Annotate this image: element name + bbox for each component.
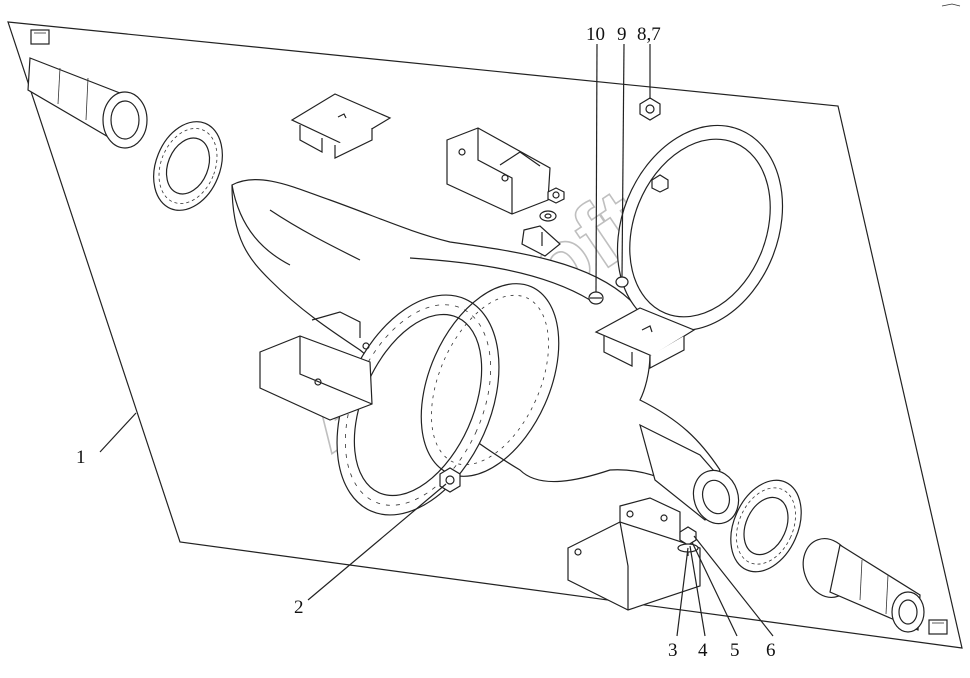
end-cap-left xyxy=(30,29,50,45)
callout-9: 9 xyxy=(617,24,627,45)
nut-8-7 xyxy=(639,97,661,121)
tooth-ring-right xyxy=(730,479,802,573)
bolt-bracket xyxy=(521,225,561,257)
leader-5 xyxy=(691,541,738,637)
leader-3 xyxy=(676,547,689,637)
callout-10: 10 xyxy=(586,24,605,45)
plug-10 xyxy=(588,291,604,305)
callout-3: 3 xyxy=(668,640,678,661)
leader-4 xyxy=(689,545,706,637)
housing-tube-right xyxy=(639,423,740,525)
spindle-left xyxy=(27,57,148,149)
washer-small xyxy=(539,210,557,222)
leader-lines xyxy=(99,43,774,637)
mounting-block-right xyxy=(567,497,701,611)
callout-4: 4 xyxy=(698,640,708,661)
mounting-pad-top xyxy=(290,93,392,159)
spring-bracket xyxy=(446,127,551,215)
callout-1: 1 xyxy=(76,447,86,468)
nut-2 xyxy=(439,467,461,493)
mounting-block-left xyxy=(259,311,373,421)
leader-2 xyxy=(307,483,447,601)
plug-9 xyxy=(615,276,629,288)
differential-cover xyxy=(616,124,784,332)
assembly-outline xyxy=(7,21,963,649)
tooth-ring-left xyxy=(153,121,223,211)
leader-10 xyxy=(595,43,598,293)
callout-8-7: 8,7 xyxy=(637,24,661,45)
callout-5: 5 xyxy=(730,640,740,661)
mounting-pad-right xyxy=(594,307,696,369)
leader-9 xyxy=(621,43,625,278)
callout-6: 6 xyxy=(766,640,776,661)
corner-mark xyxy=(941,3,961,7)
callout-2: 2 xyxy=(294,597,304,618)
end-cap-right xyxy=(928,619,948,635)
leader-1 xyxy=(99,412,137,453)
nut-small xyxy=(547,187,565,204)
leader-6 xyxy=(693,535,774,637)
spindle-right xyxy=(802,538,925,633)
